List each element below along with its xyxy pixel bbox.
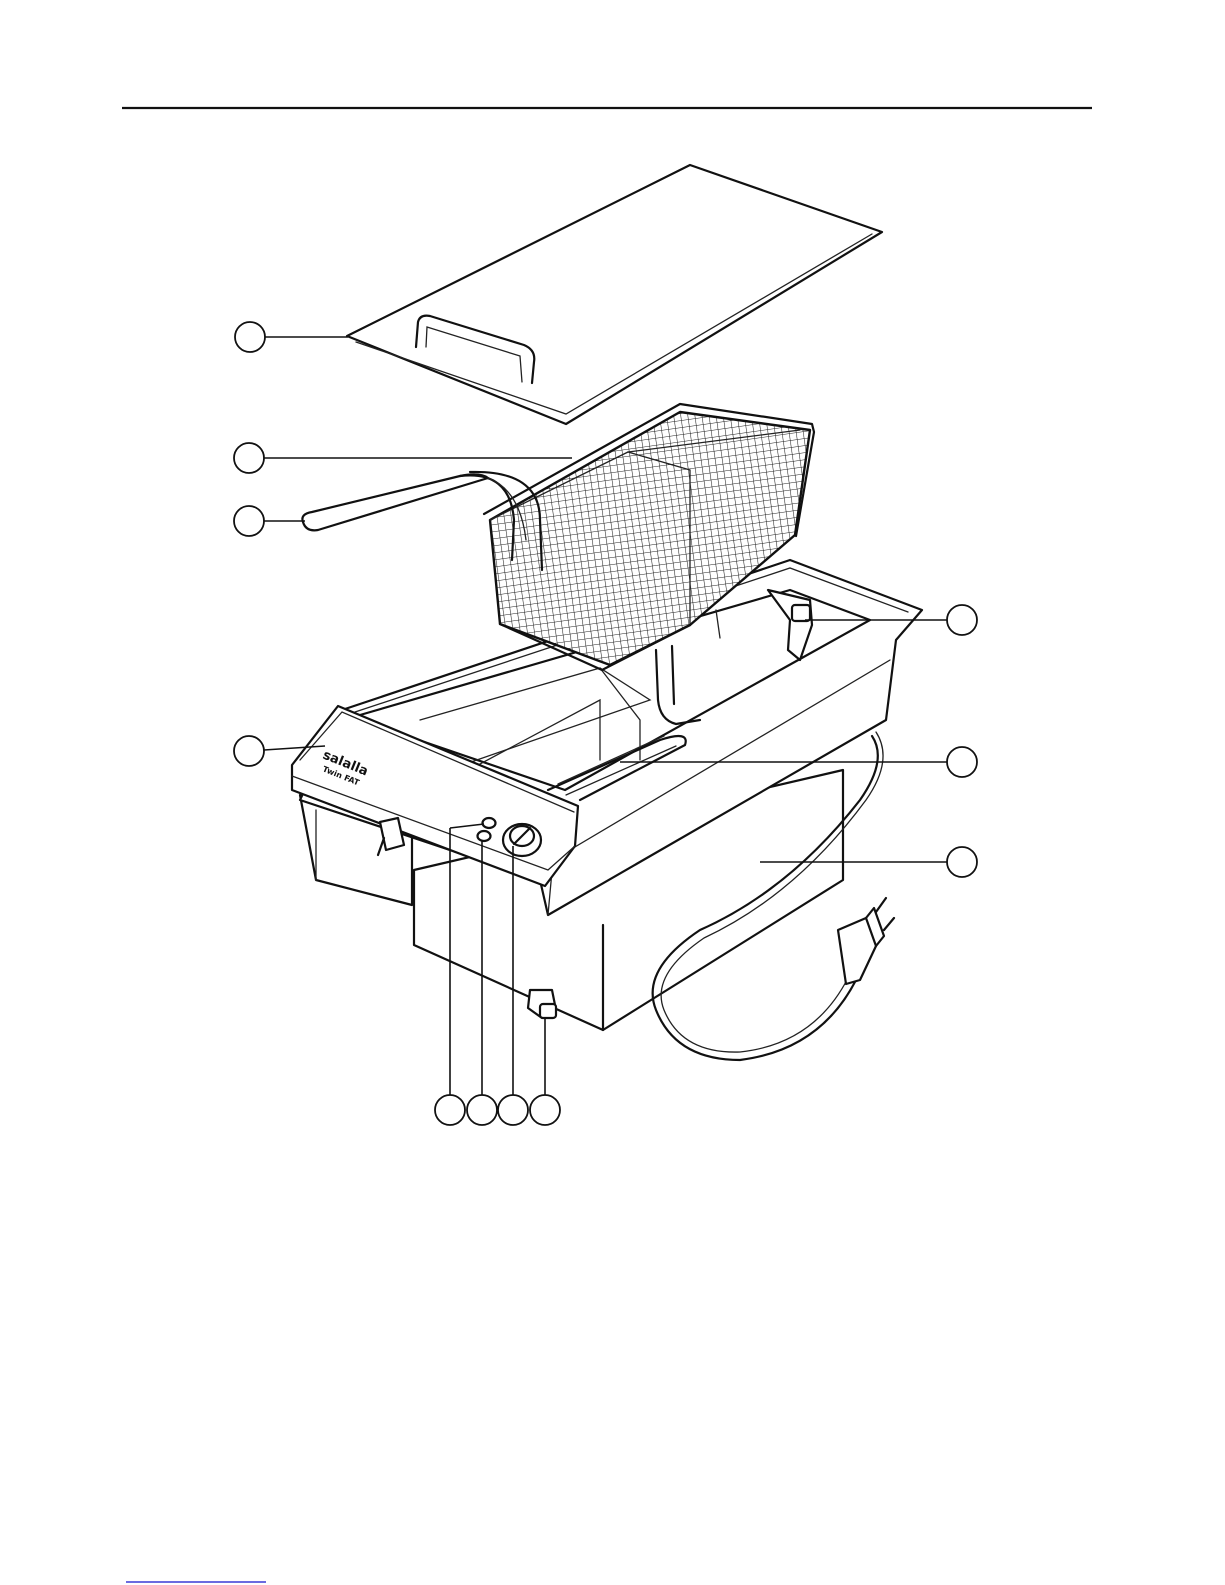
callout-lid xyxy=(235,322,348,352)
plug xyxy=(838,898,894,984)
thermostat-knob[interactable] xyxy=(503,824,541,856)
callout-basket xyxy=(234,443,572,473)
lid xyxy=(347,165,882,424)
callout-drain-tap xyxy=(530,1018,560,1125)
indicator-light-2 xyxy=(478,831,491,841)
drain-tap[interactable] xyxy=(528,990,556,1018)
indicator-light-1 xyxy=(483,818,496,828)
callout-basket-handle xyxy=(234,506,305,536)
